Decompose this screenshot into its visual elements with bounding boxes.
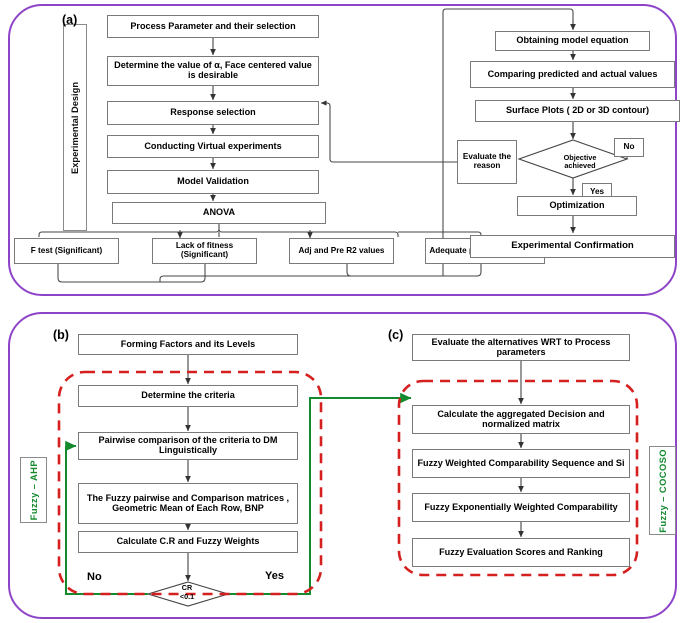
panel-bc-container bbox=[8, 312, 677, 619]
box-conducting-virtual-experiments[interactable]: Conducting Virtual experiments bbox=[107, 135, 319, 158]
label-cr-yes: Yes bbox=[265, 570, 284, 582]
box-fuzzy-exponentially-weighted[interactable]: Fuzzy Exponentially Weighted Comparabili… bbox=[412, 493, 630, 522]
fuzzy-cocoso-label: Fuzzy – COCOSO bbox=[649, 446, 676, 535]
fuzzy-ahp-label: Fuzzy – AHP bbox=[20, 457, 47, 523]
panel-a-letter: (a) bbox=[62, 13, 78, 27]
box-model-validation[interactable]: Model Validation bbox=[107, 170, 319, 194]
experimental-design-label: Experimental Design bbox=[63, 24, 87, 231]
box-comparing-predicted-actual[interactable]: Comparing predicted and actual values bbox=[470, 61, 675, 88]
box-response-selection[interactable]: Response selection bbox=[107, 101, 319, 125]
box-evaluate-the-reason[interactable]: Evaluate the reason bbox=[457, 140, 517, 184]
box-fuzzy-weighted-comparability[interactable]: Fuzzy Weighted Comparability Sequence an… bbox=[412, 449, 630, 478]
box-determine-criteria[interactable]: Determine the criteria bbox=[78, 385, 298, 407]
box-evaluate-alternatives[interactable]: Evaluate the alternatives WRT to Process… bbox=[412, 334, 630, 361]
box-f-test[interactable]: F test (Significant) bbox=[14, 238, 119, 264]
box-optimization[interactable]: Optimization bbox=[517, 196, 637, 216]
box-fuzzy-evaluation-scores[interactable]: Fuzzy Evaluation Scores and Ranking bbox=[412, 538, 630, 567]
box-fuzzy-pairwise-matrices[interactable]: The Fuzzy pairwise and Comparison matric… bbox=[78, 483, 298, 524]
box-anova[interactable]: ANOVA bbox=[112, 202, 326, 224]
box-adj-pre-r2[interactable]: Adj and Pre R2 values bbox=[289, 238, 394, 264]
box-process-parameter[interactable]: Process Parameter and their selection bbox=[107, 15, 319, 38]
box-determine-alpha[interactable]: Determine the value of α, Face centered … bbox=[107, 56, 319, 86]
label-cr-line2: <0.1 bbox=[179, 592, 195, 601]
box-experimental-confirmation[interactable]: Experimental Confirmation bbox=[470, 235, 675, 258]
box-pairwise-comparison[interactable]: Pairwise comparison of the criteria to D… bbox=[78, 432, 298, 460]
box-obtaining-model-equation[interactable]: Obtaining model equation bbox=[495, 31, 650, 51]
label-cr-no: No bbox=[87, 571, 102, 583]
box-calculate-aggregated-decision[interactable]: Calculate the aggregated Decision and no… bbox=[412, 405, 630, 434]
box-calculate-cr-weights[interactable]: Calculate C.R and Fuzzy Weights bbox=[78, 531, 298, 553]
box-forming-factors[interactable]: Forming Factors and its Levels bbox=[78, 334, 298, 355]
label-cr-line1: CR bbox=[181, 583, 193, 592]
panel-a-container bbox=[8, 4, 677, 296]
box-lack-of-fitness[interactable]: Lack of fitness (Significant) bbox=[152, 238, 257, 264]
box-surface-plots[interactable]: Surface Plots ( 2D or 3D contour) bbox=[475, 100, 680, 122]
label-objective-achieved: Objective achieved bbox=[563, 153, 597, 171]
label-objective-no: No bbox=[614, 138, 644, 157]
panel-c-letter: (c) bbox=[388, 328, 404, 342]
panel-b-letter: (b) bbox=[53, 328, 69, 342]
